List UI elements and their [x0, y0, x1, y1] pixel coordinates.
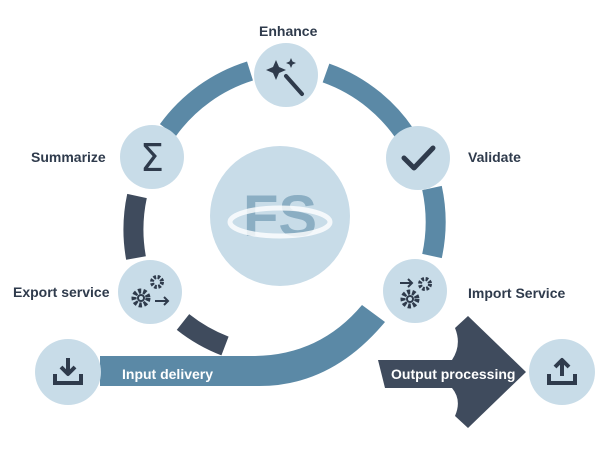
magic-wand-icon [266, 58, 304, 96]
ring-arc-enhance-validate [322, 63, 419, 148]
ring-arc-validate-import [422, 185, 446, 259]
gears-import-icon [400, 277, 432, 309]
fs-logo: FS [227, 184, 333, 249]
input-delivery-band [100, 305, 385, 387]
summarize-node[interactable] [120, 125, 184, 189]
validate-label: Validate [468, 149, 521, 165]
gears-export-icon [131, 275, 170, 308]
validate-node[interactable] [386, 126, 450, 190]
center-logo-node [210, 146, 350, 286]
sigma-icon: Σ [140, 136, 164, 180]
fs-logo-text: FS [243, 184, 317, 249]
output-processing-label: Output processing [391, 366, 516, 382]
ring-arc-export-bottom [176, 314, 229, 356]
export-service-label: Export service [13, 284, 110, 300]
import-service-label: Import Service [468, 285, 566, 301]
summarize-label: Summarize [31, 149, 106, 165]
export-service-node[interactable] [118, 260, 182, 324]
input-delivery-label: Input delivery [122, 366, 214, 382]
checkmark-icon [401, 145, 436, 171]
ring-arc-summarize-export [123, 193, 147, 260]
enhance-label: Enhance [259, 23, 318, 39]
output-processing-arrow [378, 316, 526, 428]
ring-arc-summarize-enhance [159, 61, 254, 137]
download-icon [53, 358, 83, 385]
upload-icon [547, 358, 577, 385]
